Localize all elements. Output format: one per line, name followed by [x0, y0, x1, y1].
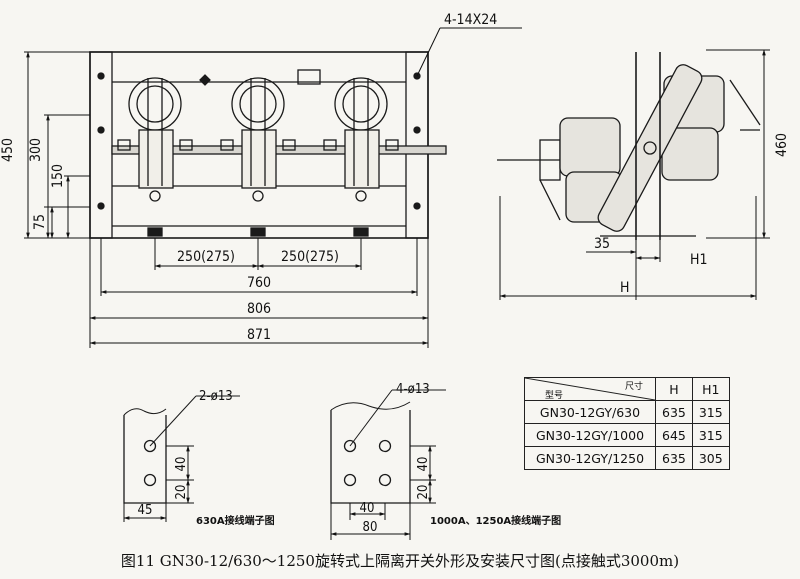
dim-height-150: 150: [50, 164, 66, 188]
dim-width-760: 760: [247, 275, 271, 291]
mounting-hole: [97, 202, 105, 210]
terminal-630-plate: [123, 415, 167, 504]
header-size: 尺寸: [624, 382, 643, 392]
terminal-1000-hole: [378, 439, 392, 453]
dim-height-450: 450: [0, 138, 16, 162]
mounting-hole: [413, 126, 421, 134]
cell-h1: 305: [691, 446, 730, 470]
side-dimensions: [499, 49, 770, 300]
terminal-1000-plate: [330, 410, 411, 504]
cell-model: GN30-12GY/1000: [524, 423, 656, 447]
terminal-630-drawing: [123, 395, 240, 504]
pole-1: [117, 77, 193, 202]
nameplate: [297, 69, 321, 85]
dim-width-871: 871: [247, 327, 271, 343]
side-view: [497, 52, 761, 240]
terminal-630-label: 630A接线端子图: [196, 516, 275, 527]
terminal-630-hole-note: 2-ø13: [199, 389, 233, 404]
terminal-1000-dim-40v: 40: [416, 457, 431, 472]
front-dim-text: 450 300 150 75 250(275) 250(275) 760 806…: [0, 12, 497, 343]
cell-h: 635: [655, 400, 693, 424]
terminal-1000-dimensions: [330, 445, 436, 540]
dim-h: H: [620, 280, 629, 296]
header-diagonal-line: [525, 378, 655, 400]
insulator-left-top: [559, 117, 621, 177]
terminal-1000-dim-20: 20: [416, 485, 431, 500]
terminal-1000-dim-80: 80: [363, 520, 378, 535]
front-view: [89, 51, 447, 239]
terminal-630-dim-20: 20: [174, 485, 189, 500]
terminal-630-dimensions: [123, 445, 194, 522]
terminal-1000-hole-note: 4-ø13: [396, 382, 430, 397]
table-header-diagonal: 型号 尺寸: [524, 377, 656, 401]
cell-h: 645: [655, 423, 693, 447]
table-row: GN30-12GY/630 635 315: [524, 400, 730, 424]
rotating-insulator: [597, 64, 703, 232]
terminal-630-dim-40: 40: [174, 457, 189, 472]
front-dimensions: [24, 27, 522, 348]
terminal-630-text: 2-ø13 40 20 45: [138, 389, 233, 518]
terminal-1000-label: 1000A、1250A接线端子图: [430, 516, 562, 527]
terminal-630-dim-45: 45: [138, 503, 153, 518]
terminal-1000-hole: [378, 473, 392, 487]
spec-table: 型号 尺寸 H H1 GN30-12GY/630 635 315 GN30-12…: [524, 377, 730, 470]
pole-3: [323, 77, 399, 202]
table-row: GN30-12GY/1000 645 315: [524, 423, 730, 447]
terminal-1000-dim-40h: 40: [360, 501, 375, 516]
header-model: 型号: [545, 391, 564, 401]
bolt-note: 4-14X24: [444, 12, 497, 28]
right-channel: [405, 51, 429, 239]
left-channel: [89, 51, 113, 239]
terminal-1000-drawing: [330, 389, 446, 504]
dim-pitch-1: 250(275): [177, 249, 235, 265]
pole-2: [220, 77, 296, 202]
terminal-1000-text: 4-ø13 40 20 40 80: [360, 382, 431, 535]
dim-offset-35: 35: [594, 236, 610, 252]
cell-h1: 315: [691, 400, 730, 424]
terminal-630-hole: [143, 439, 157, 453]
dim-height-300: 300: [28, 138, 44, 162]
figure-caption: 图11 GN30-12/630～1250旋转式上隔离开关外形及安装尺寸图(点接触…: [120, 552, 680, 570]
mounting-hole: [97, 72, 105, 80]
rotating-shaft: [111, 145, 447, 155]
terminal-630-hole: [143, 473, 157, 487]
header-h1: H1: [691, 377, 730, 401]
dim-height-75: 75: [32, 214, 48, 230]
header-h: H: [655, 377, 693, 401]
mounting-hole: [413, 202, 421, 210]
dim-width-806: 806: [247, 301, 271, 317]
table-row: GN30-12GY/1250 635 305: [524, 446, 730, 470]
cell-model: GN30-12GY/1250: [524, 446, 656, 470]
dim-height-460: 460: [774, 133, 790, 157]
cell-h: 635: [655, 446, 693, 470]
cell-model: GN30-12GY/630: [524, 400, 656, 424]
terminal-1000-hole: [343, 473, 357, 487]
side-dim-text: 460 35 H1 H: [594, 133, 790, 296]
dim-pitch-2: 250(275): [281, 249, 339, 265]
mounting-hole: [97, 126, 105, 134]
table-header-row: 型号 尺寸 H H1: [524, 377, 730, 401]
terminal-1000-hole: [343, 439, 357, 453]
cell-h1: 315: [691, 423, 730, 447]
dim-h1: H1: [690, 252, 708, 268]
